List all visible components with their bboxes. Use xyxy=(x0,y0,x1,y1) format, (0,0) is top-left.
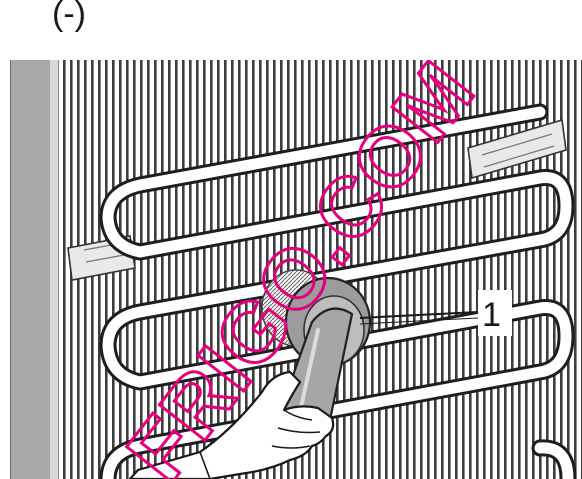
cabinet-wall xyxy=(10,55,52,479)
figure-top-label: (-) xyxy=(52,0,86,33)
callout-number-1: 1 xyxy=(482,296,501,334)
cabinet-edge xyxy=(50,55,58,479)
